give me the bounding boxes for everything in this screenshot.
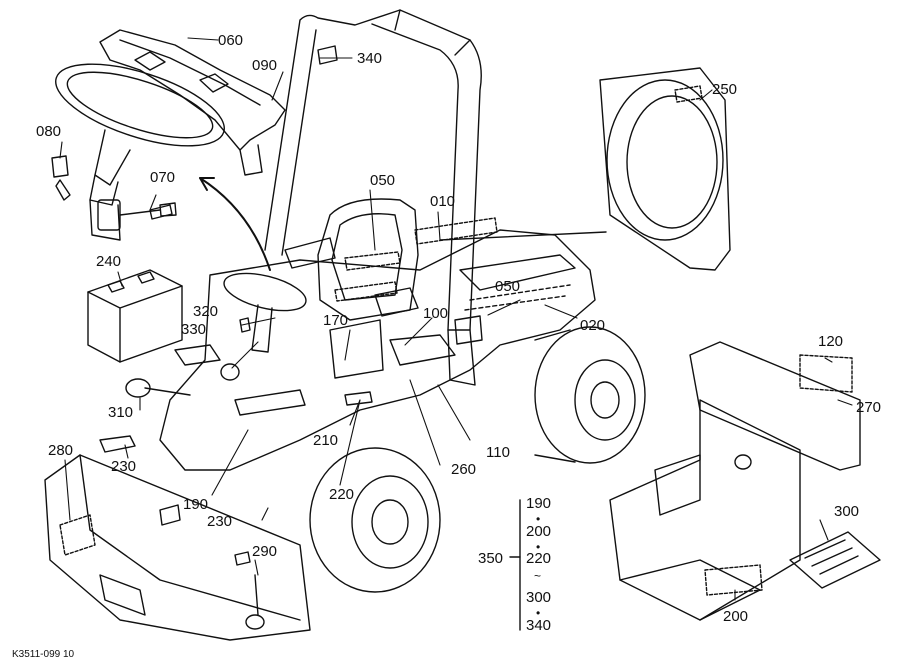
label-210: 210 <box>313 432 339 449</box>
label-350: 350 <box>478 550 504 567</box>
label-320: 320 <box>193 303 219 320</box>
label-280: 280 <box>48 442 74 459</box>
range-item-220: 220 <box>526 550 552 567</box>
label-240: 240 <box>96 253 122 270</box>
figure-code: K3511-099 10 <box>12 649 75 660</box>
label-090: 090 <box>252 57 278 74</box>
label-110: 110 <box>486 444 510 461</box>
range-item-340: 340 <box>526 617 552 634</box>
label-270: 270 <box>856 399 882 416</box>
label-050-seat: 050 <box>370 172 396 189</box>
range-separator: • <box>536 540 541 554</box>
label-230-upper: 230 <box>111 458 137 475</box>
label-220: 220 <box>329 486 355 503</box>
label-120: 120 <box>818 333 844 350</box>
label-290: 290 <box>252 543 278 560</box>
label-170: 170 <box>323 312 349 329</box>
range-item-300: 300 <box>526 589 552 606</box>
dash-panel <box>99 29 286 176</box>
operator-seat <box>284 198 419 321</box>
mower-deck <box>44 454 311 641</box>
label-080: 080 <box>36 123 62 140</box>
label-330: 330 <box>181 321 207 338</box>
label-010: 010 <box>430 193 456 210</box>
tractor-body <box>159 229 596 471</box>
range-separator: • <box>536 512 541 526</box>
fan-shroud <box>599 67 731 271</box>
label-230-lower: 230 <box>207 513 233 530</box>
range-item-200: 200 <box>526 523 552 540</box>
label-100: 100 <box>423 305 449 322</box>
rear-panel <box>609 341 861 621</box>
label-200: 200 <box>723 608 749 625</box>
label-300: 300 <box>834 503 860 520</box>
steering-wheel-assembly <box>55 63 225 241</box>
label-340: 340 <box>357 50 383 67</box>
label-050-hood: 050 <box>495 278 521 295</box>
label-250: 250 <box>712 81 738 98</box>
label-020: 020 <box>580 317 606 334</box>
range-separator: • <box>536 606 541 620</box>
range-item-190: 190 <box>526 495 552 512</box>
label-260: 260 <box>451 461 477 478</box>
label-070: 070 <box>150 169 176 186</box>
label-190: 190 <box>183 496 209 513</box>
range-separator: ~ <box>534 569 542 583</box>
label-060: 060 <box>218 32 244 49</box>
battery <box>87 269 183 363</box>
label-310: 310 <box>108 404 134 421</box>
